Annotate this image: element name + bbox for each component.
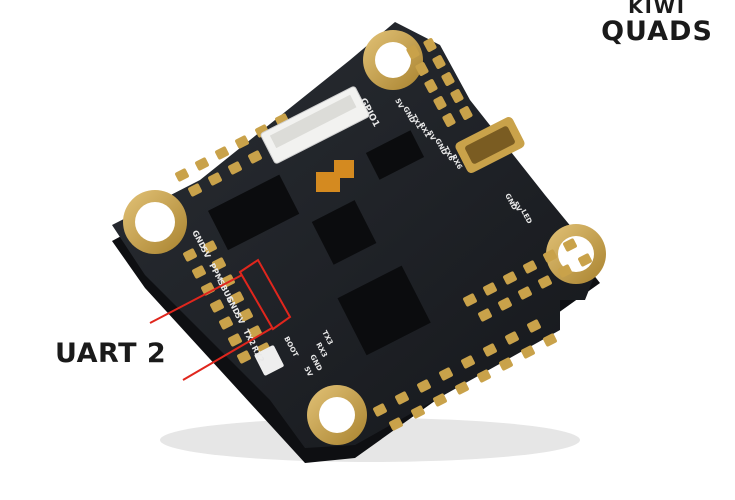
boot-button xyxy=(254,345,284,376)
solder-pad xyxy=(201,282,215,296)
solder-pad xyxy=(523,260,537,274)
solder-pad xyxy=(208,172,222,186)
solder-pad xyxy=(461,355,475,369)
solder-pads xyxy=(175,38,592,431)
solder-pad xyxy=(212,257,226,271)
solder-pad xyxy=(423,38,437,52)
solder-pad xyxy=(543,333,557,347)
callout-line-upper xyxy=(149,274,243,324)
solder-pad xyxy=(455,381,469,395)
solder-pad xyxy=(228,333,242,347)
solder-pad xyxy=(499,357,513,371)
chip-mid xyxy=(311,200,377,265)
solder-pad xyxy=(188,183,202,197)
solder-pad xyxy=(477,369,491,383)
usb-port xyxy=(455,117,525,173)
kiwi-quads-logo: KIWI QUADS xyxy=(597,0,717,45)
solder-pad xyxy=(235,135,249,149)
solder-pad xyxy=(248,150,262,164)
solder-pad xyxy=(518,286,532,300)
solder-pad xyxy=(415,62,429,76)
solder-pad xyxy=(521,345,535,359)
solder-pad xyxy=(395,391,409,405)
solder-pad xyxy=(192,265,206,279)
solder-pad xyxy=(219,316,233,330)
solder-pad xyxy=(215,146,229,160)
solder-pad xyxy=(450,89,464,103)
solder-pad xyxy=(538,275,552,289)
uart2-highlight-box xyxy=(238,258,292,331)
solder-pad xyxy=(483,282,497,296)
callout-line-lower xyxy=(182,327,273,381)
solder-pad xyxy=(558,264,572,278)
chip-top xyxy=(365,130,425,180)
chip-large-left xyxy=(208,174,300,251)
chip-mcu xyxy=(337,265,431,356)
solder-pad xyxy=(439,367,453,381)
solder-pad xyxy=(389,417,403,431)
solder-pad xyxy=(503,271,517,285)
solder-pad xyxy=(527,319,541,333)
solder-pad xyxy=(433,393,447,407)
solder-pad xyxy=(210,299,224,313)
solder-pad xyxy=(237,350,251,364)
solder-pad xyxy=(463,293,477,307)
mount-hole-bottom xyxy=(307,385,367,445)
jst-connector xyxy=(260,86,370,164)
solder-pad xyxy=(228,161,242,175)
solder-pad xyxy=(563,238,577,252)
solder-pad xyxy=(175,168,189,182)
solder-pad xyxy=(483,343,497,357)
solder-pad xyxy=(417,379,431,393)
mount-hole-top xyxy=(363,30,423,90)
solder-pad xyxy=(505,331,519,345)
solder-pad xyxy=(406,45,420,59)
solder-pad xyxy=(432,55,446,69)
solder-pad xyxy=(498,297,512,311)
solder-pad xyxy=(441,72,455,86)
uart2-callout-label: UART 2 xyxy=(55,338,167,369)
solder-pad xyxy=(239,308,253,322)
capacitor-yellow xyxy=(316,160,354,192)
solder-pad xyxy=(183,248,197,262)
solder-pad xyxy=(230,291,244,305)
logo-line1: KIWI xyxy=(628,0,686,18)
solder-pad xyxy=(433,96,447,110)
solder-pad xyxy=(442,113,456,127)
solder-pad xyxy=(578,253,592,267)
solder-pad xyxy=(478,308,492,322)
solder-pad xyxy=(203,240,217,254)
solder-pad xyxy=(459,106,473,120)
solder-pad xyxy=(543,249,557,263)
solder-pad xyxy=(424,79,438,93)
mount-hole-left xyxy=(123,190,187,254)
solder-pad xyxy=(373,403,387,417)
solder-pad xyxy=(411,405,425,419)
solder-pad xyxy=(195,157,209,171)
logo-line2: QUADS xyxy=(601,16,713,47)
